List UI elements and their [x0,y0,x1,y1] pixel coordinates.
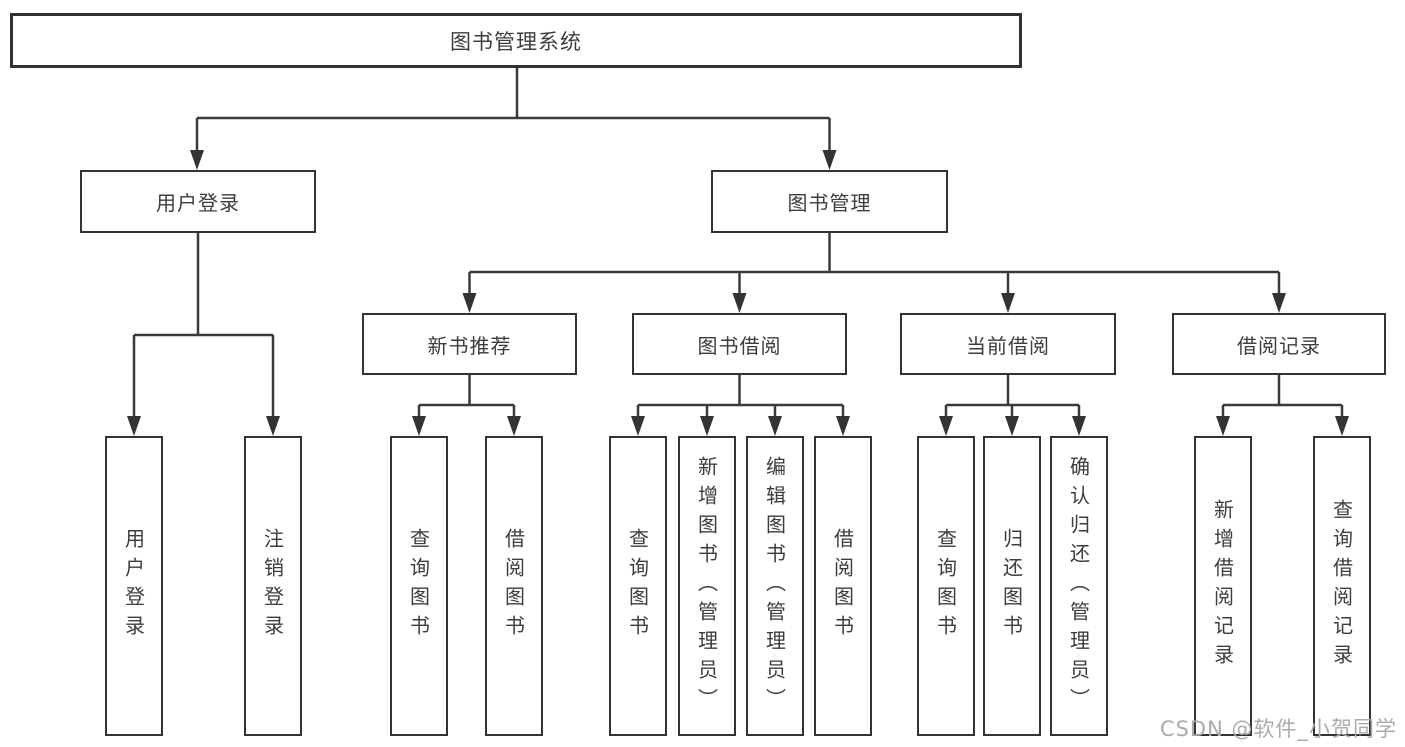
arrow-down-icon [1001,293,1015,313]
leaf-label: 查询图书 [933,528,958,644]
node-label: 当前借阅 [966,333,1050,358]
leaf-label: 编辑图书（管理员） [762,455,787,717]
node-label: 图书借阅 [697,333,782,358]
node-label: 用户登录 [156,191,240,215]
leaf-label: 借阅图书 [830,528,855,644]
leaf-borrow-books-borrowing: 借阅图书 [814,436,872,736]
leaf-label: 借阅图书 [501,528,526,644]
leaf-label: 注销登录 [260,528,285,644]
arrow-down-icon [939,416,953,436]
leaf-label: 查询借阅记录 [1329,499,1354,673]
connector-book-management-to-level3 [462,233,1286,313]
arrow-down-icon [507,416,521,436]
connector-book-borrowing-to-leaves [631,375,850,436]
connector-line [468,233,1281,295]
leaf-borrow-books-recommend: 借阅图书 [485,436,543,736]
leaf-query-books-borrowing: 查询图书 [609,436,667,736]
node-user-login: 用户登录 [80,170,316,233]
connector-root-to-level2 [190,68,837,170]
csdn-watermark: CSDN @软件_小贺同学 [1159,717,1397,741]
leaf-return-books: 归还图书 [983,436,1041,736]
arrow-down-icon [836,416,850,436]
connector-line [944,375,1081,418]
connector-line [636,375,845,418]
leaf-query-borrow-record: 查询借阅记录 [1313,436,1371,736]
connector-current-borrowing-to-leaves [939,375,1086,436]
arrow-down-icon [190,150,204,170]
connector-borrowing-records-to-leaves [1216,375,1349,436]
node-new-book-recommend: 新书推荐 [362,313,577,375]
arrow-down-icon [700,416,714,436]
arrow-down-icon [412,416,426,436]
leaf-edit-books-admin: 编辑图书（管理员） [746,436,804,736]
node-root-library-management-system: 图书管理系统 [10,13,1022,68]
node-label: 新书推荐 [427,333,512,358]
leaf-label: 归还图书 [999,528,1024,644]
connector-new-book-recommend-to-leaves [412,375,521,436]
leaf-query-books-current: 查询图书 [917,436,975,736]
leaf-label: 用户登录 [121,528,146,644]
leaf-label: 确认归还（管理员） [1066,455,1091,717]
connector-line [132,233,275,418]
arrow-down-icon [1072,416,1086,436]
arrow-down-icon [732,293,747,313]
leaf-label: 查询图书 [625,528,650,644]
leaf-logout: 注销登录 [244,436,302,736]
leaf-add-books-admin: 新增图书（管理员） [678,436,736,736]
node-label: 借阅记录 [1237,333,1321,358]
arrow-down-icon [1216,416,1230,436]
arrow-down-icon [1335,416,1349,436]
leaf-add-borrow-record: 新增借阅记录 [1194,436,1252,736]
leaf-query-books-recommend: 查询图书 [390,436,448,736]
node-label: 图书管理系统 [450,29,582,54]
arrow-down-icon [462,293,477,313]
arrow-down-icon [822,150,837,170]
leaf-label: 查询图书 [406,528,431,644]
node-label: 图书管理 [787,191,872,215]
arrow-down-icon [266,416,280,436]
leaf-label: 新增图书（管理员） [694,455,719,717]
leaf-confirm-return-admin: 确认归还（管理员） [1050,436,1108,736]
connector-line [417,375,516,418]
arrow-down-icon [631,416,645,436]
arrow-down-icon [768,416,782,436]
node-book-management: 图书管理 [711,170,948,233]
connector-line [195,68,831,152]
node-book-borrowing: 图书借阅 [632,313,847,375]
connector-line [1221,375,1344,418]
node-borrowing-records: 借阅记录 [1172,313,1386,375]
arrow-down-icon [1005,416,1019,436]
arrow-down-icon [1272,293,1286,313]
arrow-down-icon [127,416,141,436]
leaf-label: 新增借阅记录 [1210,499,1235,673]
connector-user-login-to-leaves [127,233,280,436]
node-current-borrowing: 当前借阅 [900,313,1116,375]
leaf-user-login: 用户登录 [105,436,163,736]
